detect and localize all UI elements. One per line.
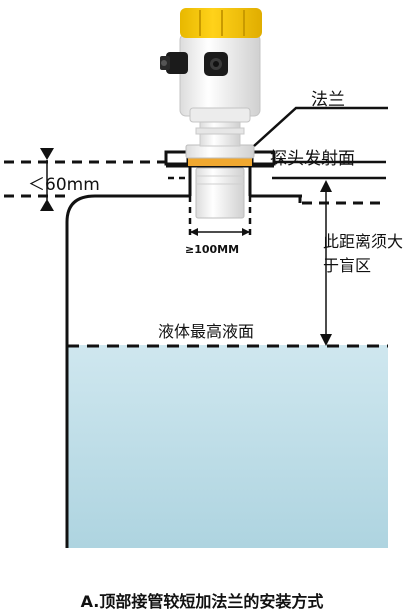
probe-face-label: 探头发射面 (270, 149, 355, 169)
liquid-fill (67, 345, 388, 548)
distance-note-label: 此距离须大于盲区 (323, 232, 404, 275)
sensor-orange-band (188, 158, 252, 166)
flange-left (164, 150, 190, 166)
distance-arrow-up-icon (320, 180, 332, 192)
distance-arrow-down-icon (320, 334, 332, 346)
sensor-flange-disc (185, 144, 255, 159)
sensor-lower-body (195, 167, 245, 219)
diagram-caption: A.顶部接管较短加法兰的安装方式 (80, 592, 324, 611)
cable-gland-icon (204, 52, 228, 76)
sensor-housing-base (189, 107, 251, 123)
arrow-down-icon (40, 148, 54, 160)
pipe-height-label: ＜60mm (28, 175, 100, 195)
cable-gland-icon (160, 52, 188, 74)
max-level-label: 液体最高液面 (158, 322, 255, 341)
tank-wall-left (65, 194, 190, 548)
sensor-neck-ring (195, 127, 245, 135)
flange-label: 法兰 (311, 90, 345, 110)
arrow-up-icon (40, 199, 54, 211)
arrow-left-icon (190, 228, 198, 236)
arrow-right-icon (242, 228, 250, 236)
pipe-width-label: ≥100MM (185, 243, 240, 256)
flange-leader-line (253, 106, 388, 147)
